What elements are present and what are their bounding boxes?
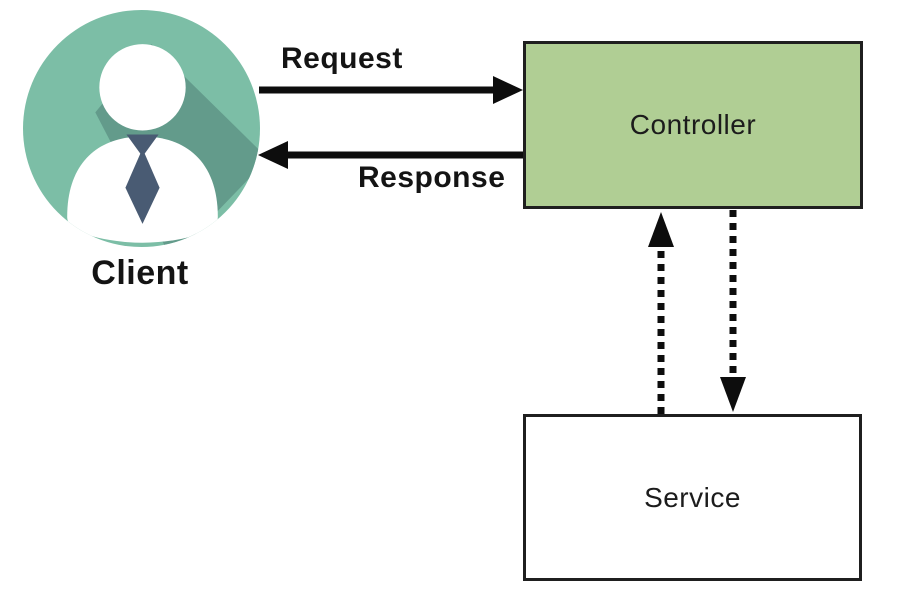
client-label: Client xyxy=(91,254,189,292)
response-arrow-label: Response xyxy=(358,161,506,194)
controller-label: Controller xyxy=(629,109,757,140)
service-box: Service xyxy=(523,414,862,581)
request-arrowhead-icon xyxy=(493,76,523,104)
service-label: Service xyxy=(644,481,741,513)
avatar-tie xyxy=(125,148,160,224)
up-arrowhead-icon xyxy=(648,212,674,247)
avatar-tie-knot xyxy=(126,134,159,157)
request-arrow xyxy=(259,76,523,104)
controller-to-service-arrow xyxy=(720,210,746,412)
response-arrowhead-icon xyxy=(258,141,288,169)
service-to-controller-arrow xyxy=(648,212,674,414)
down-arrowhead-icon xyxy=(720,377,746,412)
controller-box: Controller xyxy=(523,41,863,209)
avatar-head xyxy=(99,44,186,131)
request-arrow-label: Request xyxy=(281,42,403,75)
client-avatar-icon xyxy=(23,10,260,247)
